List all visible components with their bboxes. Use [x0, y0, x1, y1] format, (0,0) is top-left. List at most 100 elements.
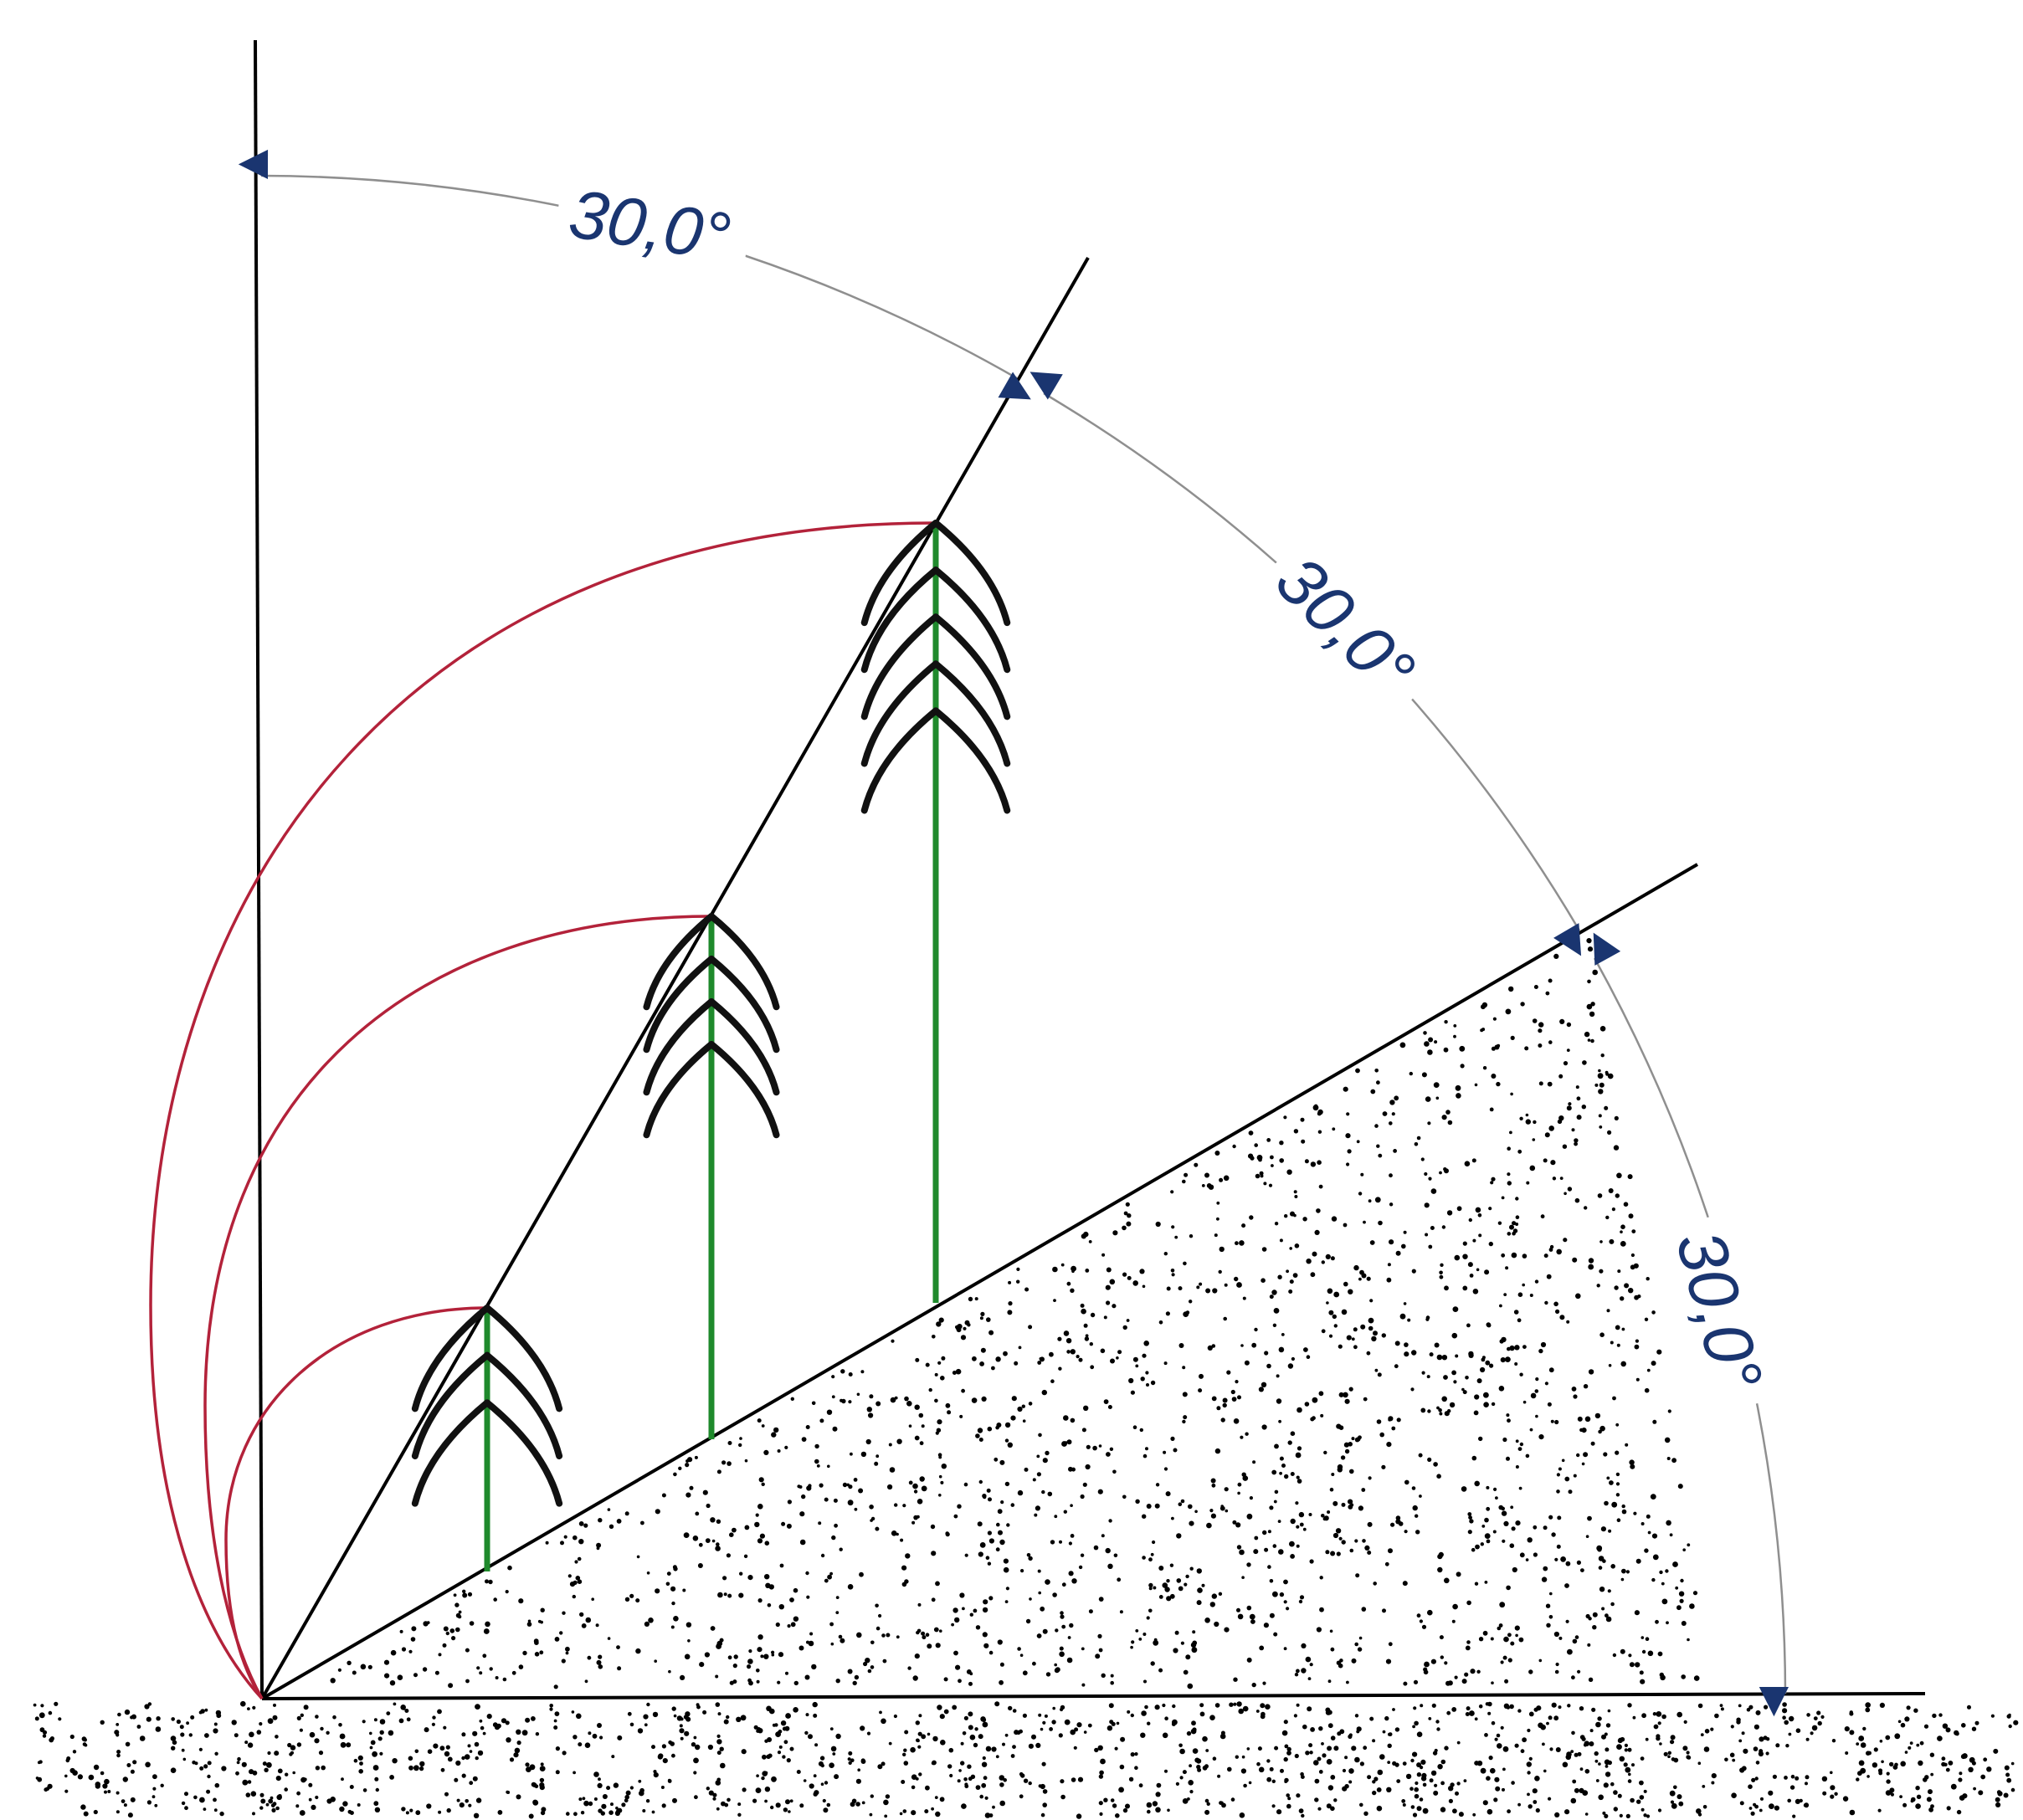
wedge-dot	[1271, 1469, 1277, 1475]
ground-dot	[1012, 1709, 1017, 1713]
wedge-dot	[607, 1637, 611, 1640]
wedge-dot	[1279, 1158, 1284, 1163]
ground-dot	[1948, 1761, 1954, 1766]
ground-dot	[995, 1755, 999, 1759]
wedge-dot	[1503, 1293, 1507, 1296]
ground-dot	[1671, 1757, 1676, 1761]
ground-dot	[903, 1748, 907, 1752]
wedge-dot	[1076, 1355, 1080, 1359]
wedge-dot	[540, 1620, 543, 1624]
wedge-dot	[1529, 1165, 1536, 1171]
ground-dot	[236, 1761, 240, 1765]
ground-dot	[985, 1746, 992, 1752]
ground-dot	[834, 1774, 839, 1780]
ground-dot	[1369, 1716, 1374, 1721]
wedge-dot	[540, 1607, 545, 1612]
ground-dot	[1506, 1705, 1510, 1710]
ground-dot	[525, 1762, 530, 1767]
wedge-dot	[1644, 1317, 1649, 1322]
wedge-dot	[1170, 1436, 1175, 1441]
wedge-dot	[1471, 1547, 1476, 1552]
ground-dot	[918, 1714, 922, 1718]
wedge-dot	[1037, 1361, 1042, 1365]
wedge-dot	[1554, 1419, 1559, 1425]
wedge-dot	[1587, 1515, 1592, 1521]
ground-stipple	[33, 1700, 2019, 1819]
wedge-dot	[1335, 1528, 1342, 1534]
ground-dot	[717, 1712, 721, 1716]
wedge-dot	[1556, 1473, 1560, 1477]
wedge-dot	[963, 1326, 967, 1330]
ground-dot	[937, 1705, 942, 1710]
wedge-dot	[1501, 1510, 1507, 1516]
ground-dot	[1019, 1771, 1024, 1776]
wedge-dot	[727, 1461, 732, 1466]
wedge-dot	[1640, 1636, 1645, 1639]
wedge-dot	[1290, 1518, 1296, 1525]
ground-dot	[1860, 1767, 1866, 1774]
wedge-dot	[438, 1653, 442, 1657]
ground-dot	[296, 1791, 300, 1796]
wedge-dot	[1196, 1285, 1200, 1289]
ground-dot	[1239, 1812, 1245, 1818]
ground-dot	[785, 1799, 790, 1805]
wedge-dot	[1218, 1592, 1223, 1597]
ground-dot	[685, 1711, 691, 1717]
wedge-dot	[1050, 1379, 1055, 1383]
wedge-dot	[1353, 1345, 1358, 1350]
ground-dot	[373, 1801, 379, 1807]
ground-dot	[1016, 1730, 1021, 1735]
ground-dot	[1281, 1730, 1288, 1736]
wedge-dot	[518, 1598, 524, 1604]
ground-dot	[592, 1733, 598, 1739]
wedge-dot	[1369, 1299, 1373, 1303]
wedge-dot	[858, 1488, 864, 1494]
wedge-dot	[1616, 1172, 1622, 1179]
wedge-dot	[1484, 1517, 1489, 1523]
ground-dot	[771, 1776, 777, 1782]
wedge-dot	[1615, 1450, 1620, 1455]
wedge-dot	[988, 1330, 994, 1336]
wedge-dot	[1343, 1442, 1349, 1448]
wedge-dot	[1615, 1325, 1620, 1330]
wedge-dot	[1066, 1350, 1071, 1354]
wedge-dot	[526, 1622, 532, 1627]
wedge-dot	[971, 1397, 978, 1403]
wedge-dot	[1187, 1683, 1194, 1689]
wedge-dot	[411, 1626, 417, 1632]
wedge-dot	[1237, 1613, 1244, 1620]
ground-dot	[1333, 1798, 1338, 1802]
wedge-dot	[1191, 1647, 1198, 1653]
wedge-dot	[848, 1400, 852, 1404]
ground-dot	[857, 1768, 860, 1771]
wedge-dot	[1620, 1361, 1626, 1367]
ground-dot	[1821, 1776, 1828, 1782]
ground-dot	[1147, 1721, 1151, 1725]
wedge-dot	[1294, 1243, 1300, 1248]
ground-dot	[822, 1798, 826, 1803]
wedge-dot	[1506, 1413, 1510, 1418]
ground-dot	[1372, 1739, 1376, 1743]
wedge-dot	[1234, 1276, 1239, 1282]
wedge-dot	[994, 1457, 999, 1462]
ground-dot	[1436, 1727, 1440, 1731]
wedge-dot	[1150, 1380, 1156, 1386]
wedge-dot	[1587, 946, 1594, 952]
wedge-dot	[1440, 1263, 1444, 1268]
wedge-dot	[711, 1539, 716, 1543]
wedge-dot	[1647, 1650, 1654, 1657]
ground-dot	[1118, 1787, 1124, 1793]
wedge-dot	[1006, 1523, 1010, 1527]
wedge-dot	[1474, 1394, 1480, 1400]
ground-dot	[1106, 1725, 1113, 1731]
ground-dot	[1478, 1704, 1483, 1709]
wedge-dot	[705, 1538, 711, 1543]
ground-dot	[1356, 1726, 1362, 1732]
wedge-dot	[1127, 1275, 1132, 1280]
wedge-dot	[1559, 1177, 1563, 1180]
ground-dot	[188, 1733, 193, 1737]
ground-dot	[1317, 1756, 1322, 1761]
wedge-dot	[695, 1511, 700, 1516]
wedge-dot	[1163, 1361, 1168, 1366]
ground-dot	[1392, 1708, 1395, 1711]
